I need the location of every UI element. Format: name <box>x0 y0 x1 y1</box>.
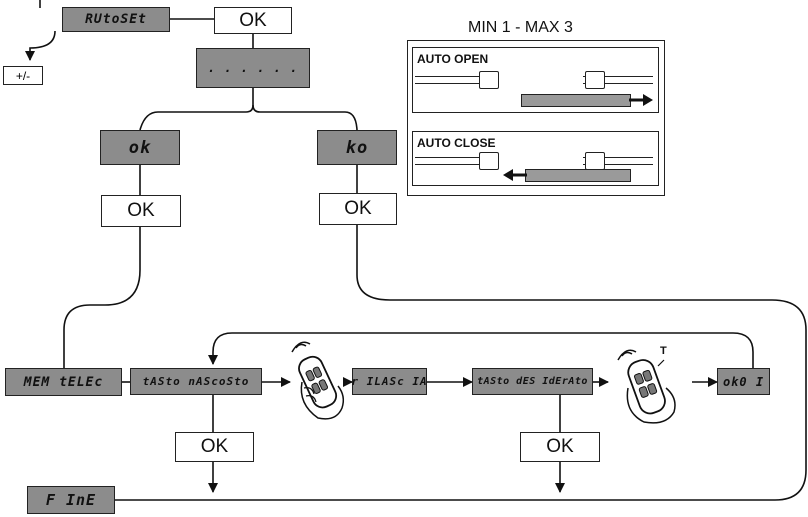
fine-display: F InE <box>27 486 115 514</box>
gate-leaf <box>525 169 631 182</box>
panel-title: MIN 1 - MAX 3 <box>468 19 573 36</box>
ok-label: OK <box>127 200 155 221</box>
tasto-nascosto-label: tASto nAScoSto <box>142 375 250 388</box>
ok-button-bottom-left[interactable]: OK <box>175 432 254 462</box>
ko-display-label: ko <box>345 137 369 158</box>
arrow-right-icon <box>629 94 653 106</box>
ok-label: OK <box>200 436 229 457</box>
mem-telec-label: MEM tELEc <box>23 374 104 390</box>
mem-telec-display: MEM tELEc <box>5 368 122 396</box>
tasto-desiderato-display: tASto dES IdErAto <box>472 368 593 395</box>
progress-dots: . . . . . . <box>207 61 299 75</box>
auto-close-frame: AUTO CLOSE <box>412 131 659 186</box>
rail-left <box>415 157 480 165</box>
plus-minus-label: +/- <box>15 68 31 83</box>
plus-minus-button[interactable]: +/- <box>3 66 43 85</box>
auto-open-label: AUTO OPEN <box>417 52 489 66</box>
auto-close-label: AUTO CLOSE <box>417 136 496 150</box>
rilascia-display: r ILASc IA <box>351 368 428 395</box>
auto-mode-panel: AUTO OPEN AUTO CLOSE <box>407 40 665 196</box>
arrow-left-icon <box>503 169 527 181</box>
gate-leaf <box>521 94 631 107</box>
ok01-label: ok0 I <box>722 374 765 389</box>
ok-button-left[interactable]: OK <box>101 195 181 227</box>
progress-dots-display: . . . . . . <box>196 48 310 88</box>
rilascia-label: r ILASc IA <box>351 375 428 388</box>
ok01-display: ok0 I <box>717 368 770 395</box>
fine-label: F InE <box>45 491 97 509</box>
tasto-desiderato-label: tASto dES IdErAto <box>477 376 588 387</box>
ok-button-top[interactable]: OK <box>214 7 292 34</box>
ok-label: OK <box>239 9 267 31</box>
remote-hidden-key-icon <box>291 341 345 420</box>
ok-button-bottom-right[interactable]: OK <box>520 432 600 462</box>
tasto-nascosto-display: tASto nAScoSto <box>130 368 262 395</box>
autoset-label: RUtoSEt <box>85 12 147 27</box>
auto-open-frame: AUTO OPEN <box>412 47 659 113</box>
photocell-left <box>479 71 499 89</box>
ok-display: ok <box>100 130 180 165</box>
rail-left <box>415 76 480 84</box>
photocell-left <box>479 152 499 170</box>
ok-button-right[interactable]: OK <box>319 193 397 225</box>
photocell-right <box>585 71 605 89</box>
ok-display-label: ok <box>128 137 152 158</box>
autoset-display: RUtoSEt <box>62 7 170 32</box>
ko-display: ko <box>317 130 397 165</box>
photocell-right <box>585 152 605 170</box>
rail-right <box>583 76 653 84</box>
rail-right <box>583 157 653 165</box>
remote-t-mark: T <box>660 345 667 357</box>
remote-desired-key-icon: T <box>617 345 676 424</box>
ok-label: OK <box>344 198 372 219</box>
ok-label: OK <box>546 436 574 457</box>
